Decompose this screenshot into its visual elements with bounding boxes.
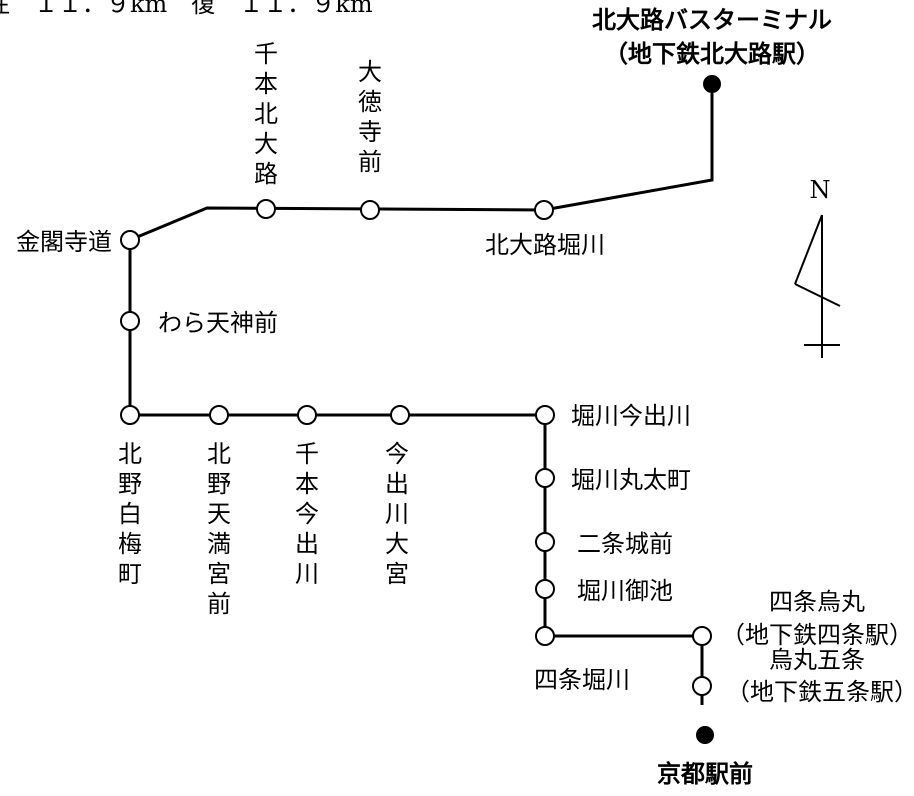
terminal-south-marker[interactable] xyxy=(696,726,714,744)
vertical-label-char: 徳 xyxy=(358,88,382,116)
stop-label-horikawa-oike: 堀川御池 xyxy=(577,577,673,605)
vertical-label-char: 白 xyxy=(118,500,142,528)
vertical-label-char: 梅 xyxy=(118,530,142,558)
vertical-label-char: 千 xyxy=(254,40,278,68)
stop-shijo-karasuma[interactable] xyxy=(692,626,712,646)
stop-imadegawa-omiya[interactable] xyxy=(390,405,410,425)
vertical-label-char: 満 xyxy=(207,530,231,558)
vertical-label-char: 本 xyxy=(295,470,319,498)
vertical-label-char: 川 xyxy=(385,500,409,528)
stop-label-kinkakuji-michi: 金閣寺道 xyxy=(16,228,112,256)
north-arrow-icon: N xyxy=(794,176,841,358)
vertical-label-char: 前 xyxy=(207,590,231,618)
stop-kitano-hakubaicho[interactable] xyxy=(120,405,140,425)
stop-kitaoji-horikawa[interactable] xyxy=(534,200,554,220)
terminal-north-subname: （地下鉄北大路駅） xyxy=(604,39,820,68)
stop-label-waratenjin-mae: わら天神前 xyxy=(158,309,278,337)
stop-horikawa-marutamachi[interactable] xyxy=(535,468,555,488)
vertical-label-char: 出 xyxy=(385,470,409,498)
stop-senbon-kitaoji[interactable] xyxy=(256,199,276,219)
compass-label: N xyxy=(810,176,831,204)
vertical-label-char: 寺 xyxy=(358,118,382,146)
terminal-north-marker[interactable] xyxy=(703,75,721,93)
vertical-label-char: 野 xyxy=(207,470,231,498)
vertical-label-char: 路 xyxy=(254,160,278,188)
stop-label-kitaoji-horikawa: 北大路堀川 xyxy=(485,231,605,259)
vertical-label-char: 宮 xyxy=(207,560,231,588)
stop-kitano-tenmangu-mae[interactable] xyxy=(209,405,229,425)
vertical-label-char: 大 xyxy=(385,530,409,558)
vertical-label-char: 今 xyxy=(295,500,319,528)
vertical-label-char: 野 xyxy=(118,470,142,498)
stop-senbon-imadegawa[interactable] xyxy=(297,405,317,425)
vertical-label-char: 前 xyxy=(358,148,382,176)
vertical-label-char: 北 xyxy=(207,440,231,468)
stop-sublabel-karasuma-gojo: （地下鉄五条駅） xyxy=(726,678,914,706)
vertical-label-char: 川 xyxy=(295,560,319,588)
terminal-south-name: 京都駅前 xyxy=(657,759,753,788)
stop-shijo-horikawa[interactable] xyxy=(535,626,555,646)
vertical-label-char: 大 xyxy=(254,130,278,158)
stop-horikawa-imadegawa[interactable] xyxy=(535,405,555,425)
stop-nijojo-mae[interactable] xyxy=(535,532,555,552)
vertical-label-char: 出 xyxy=(295,530,319,558)
stop-label-nijojo-mae: 二条城前 xyxy=(577,530,673,558)
vertical-label-char: 町 xyxy=(118,560,142,588)
distance-text: 往 １１．９km 復 １１．９km xyxy=(0,0,373,18)
vertical-label-char: 大 xyxy=(358,58,382,86)
vertical-label-char: 千 xyxy=(295,440,319,468)
stop-label-horikawa-marutamachi: 堀川丸太町 xyxy=(571,466,691,494)
stop-label-shijo-karasuma: 四条烏丸 xyxy=(769,588,865,616)
stop-label-shijo-horikawa: 四条堀川 xyxy=(534,666,630,694)
stop-waratenjin-mae[interactable] xyxy=(120,311,140,331)
vertical-label-char: 北 xyxy=(118,440,142,468)
stop-karasuma-gojo[interactable] xyxy=(692,676,712,696)
vertical-label-char: 宮 xyxy=(385,560,409,588)
terminal-north-name: 北大路バスターミナル xyxy=(592,5,832,34)
stop-label-horikawa-imadegawa: 堀川今出川 xyxy=(571,402,691,430)
vertical-label-char: 北 xyxy=(254,100,278,128)
stop-sublabel-shijo-karasuma: （地下鉄四条駅） xyxy=(721,621,913,649)
stop-daitokuji-mae[interactable] xyxy=(360,200,380,220)
vertical-label-char: 天 xyxy=(207,500,231,528)
stop-label-karasuma-gojo: 烏丸五条 xyxy=(769,646,865,674)
vertical-label-char: 本 xyxy=(254,70,278,98)
vertical-label-char: 今 xyxy=(385,440,409,468)
stop-kinkakuji-michi[interactable] xyxy=(120,230,140,250)
stop-horikawa-oike[interactable] xyxy=(535,579,555,599)
